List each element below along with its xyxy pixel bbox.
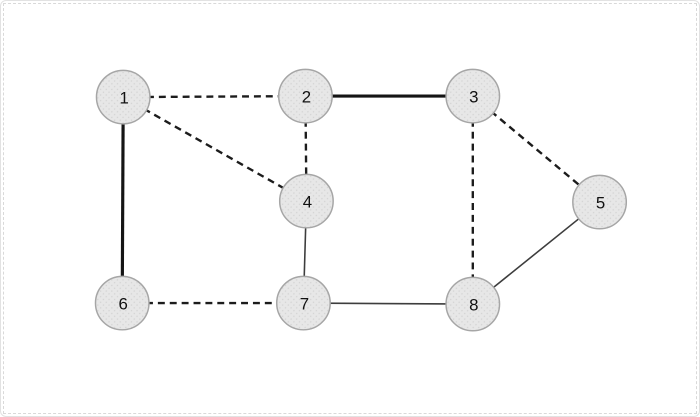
edge-1-2-dashed: [123, 94, 306, 99]
node-circle-1: [95, 69, 151, 125]
node-label-5: 5: [596, 194, 605, 213]
graph-node-3: 3: [445, 68, 501, 124]
node-label-7: 7: [300, 295, 309, 314]
diagram-canvas: 1 2 3 4 5 6 7 8: [3, 3, 697, 414]
node-circle-8: [445, 276, 501, 332]
node-circle-5: [572, 174, 628, 230]
node-circle-6: [94, 275, 150, 331]
node-label-8: 8: [469, 296, 478, 315]
node-circle-7: [275, 275, 331, 331]
edge-7-8-thin: [303, 302, 473, 305]
graph-node-7: 7: [275, 275, 331, 331]
node-link-graph: 1 2 3 4 5 6 7 8: [94, 68, 628, 332]
node-circle-2: [277, 68, 333, 124]
edge-1-4-dashed: [122, 96, 308, 203]
node-label-4: 4: [303, 193, 312, 212]
graph-node-4: 4: [278, 173, 334, 229]
graph-node-5: 5: [572, 174, 628, 230]
graph-node-2: 2: [277, 68, 333, 124]
node-label-3: 3: [469, 88, 478, 107]
node-circle-3: [445, 68, 501, 124]
node-label-2: 2: [302, 88, 311, 107]
graph-node-8: 8: [445, 276, 501, 332]
node-label-6: 6: [119, 295, 128, 314]
graph-node-6: 6: [94, 275, 150, 331]
edge-3-5-dashed: [472, 95, 601, 203]
graph-node-1: 1: [95, 69, 151, 125]
node-label-1: 1: [120, 89, 129, 108]
node-circle-4: [278, 173, 334, 229]
edge-1-6-thick: [120, 97, 125, 304]
